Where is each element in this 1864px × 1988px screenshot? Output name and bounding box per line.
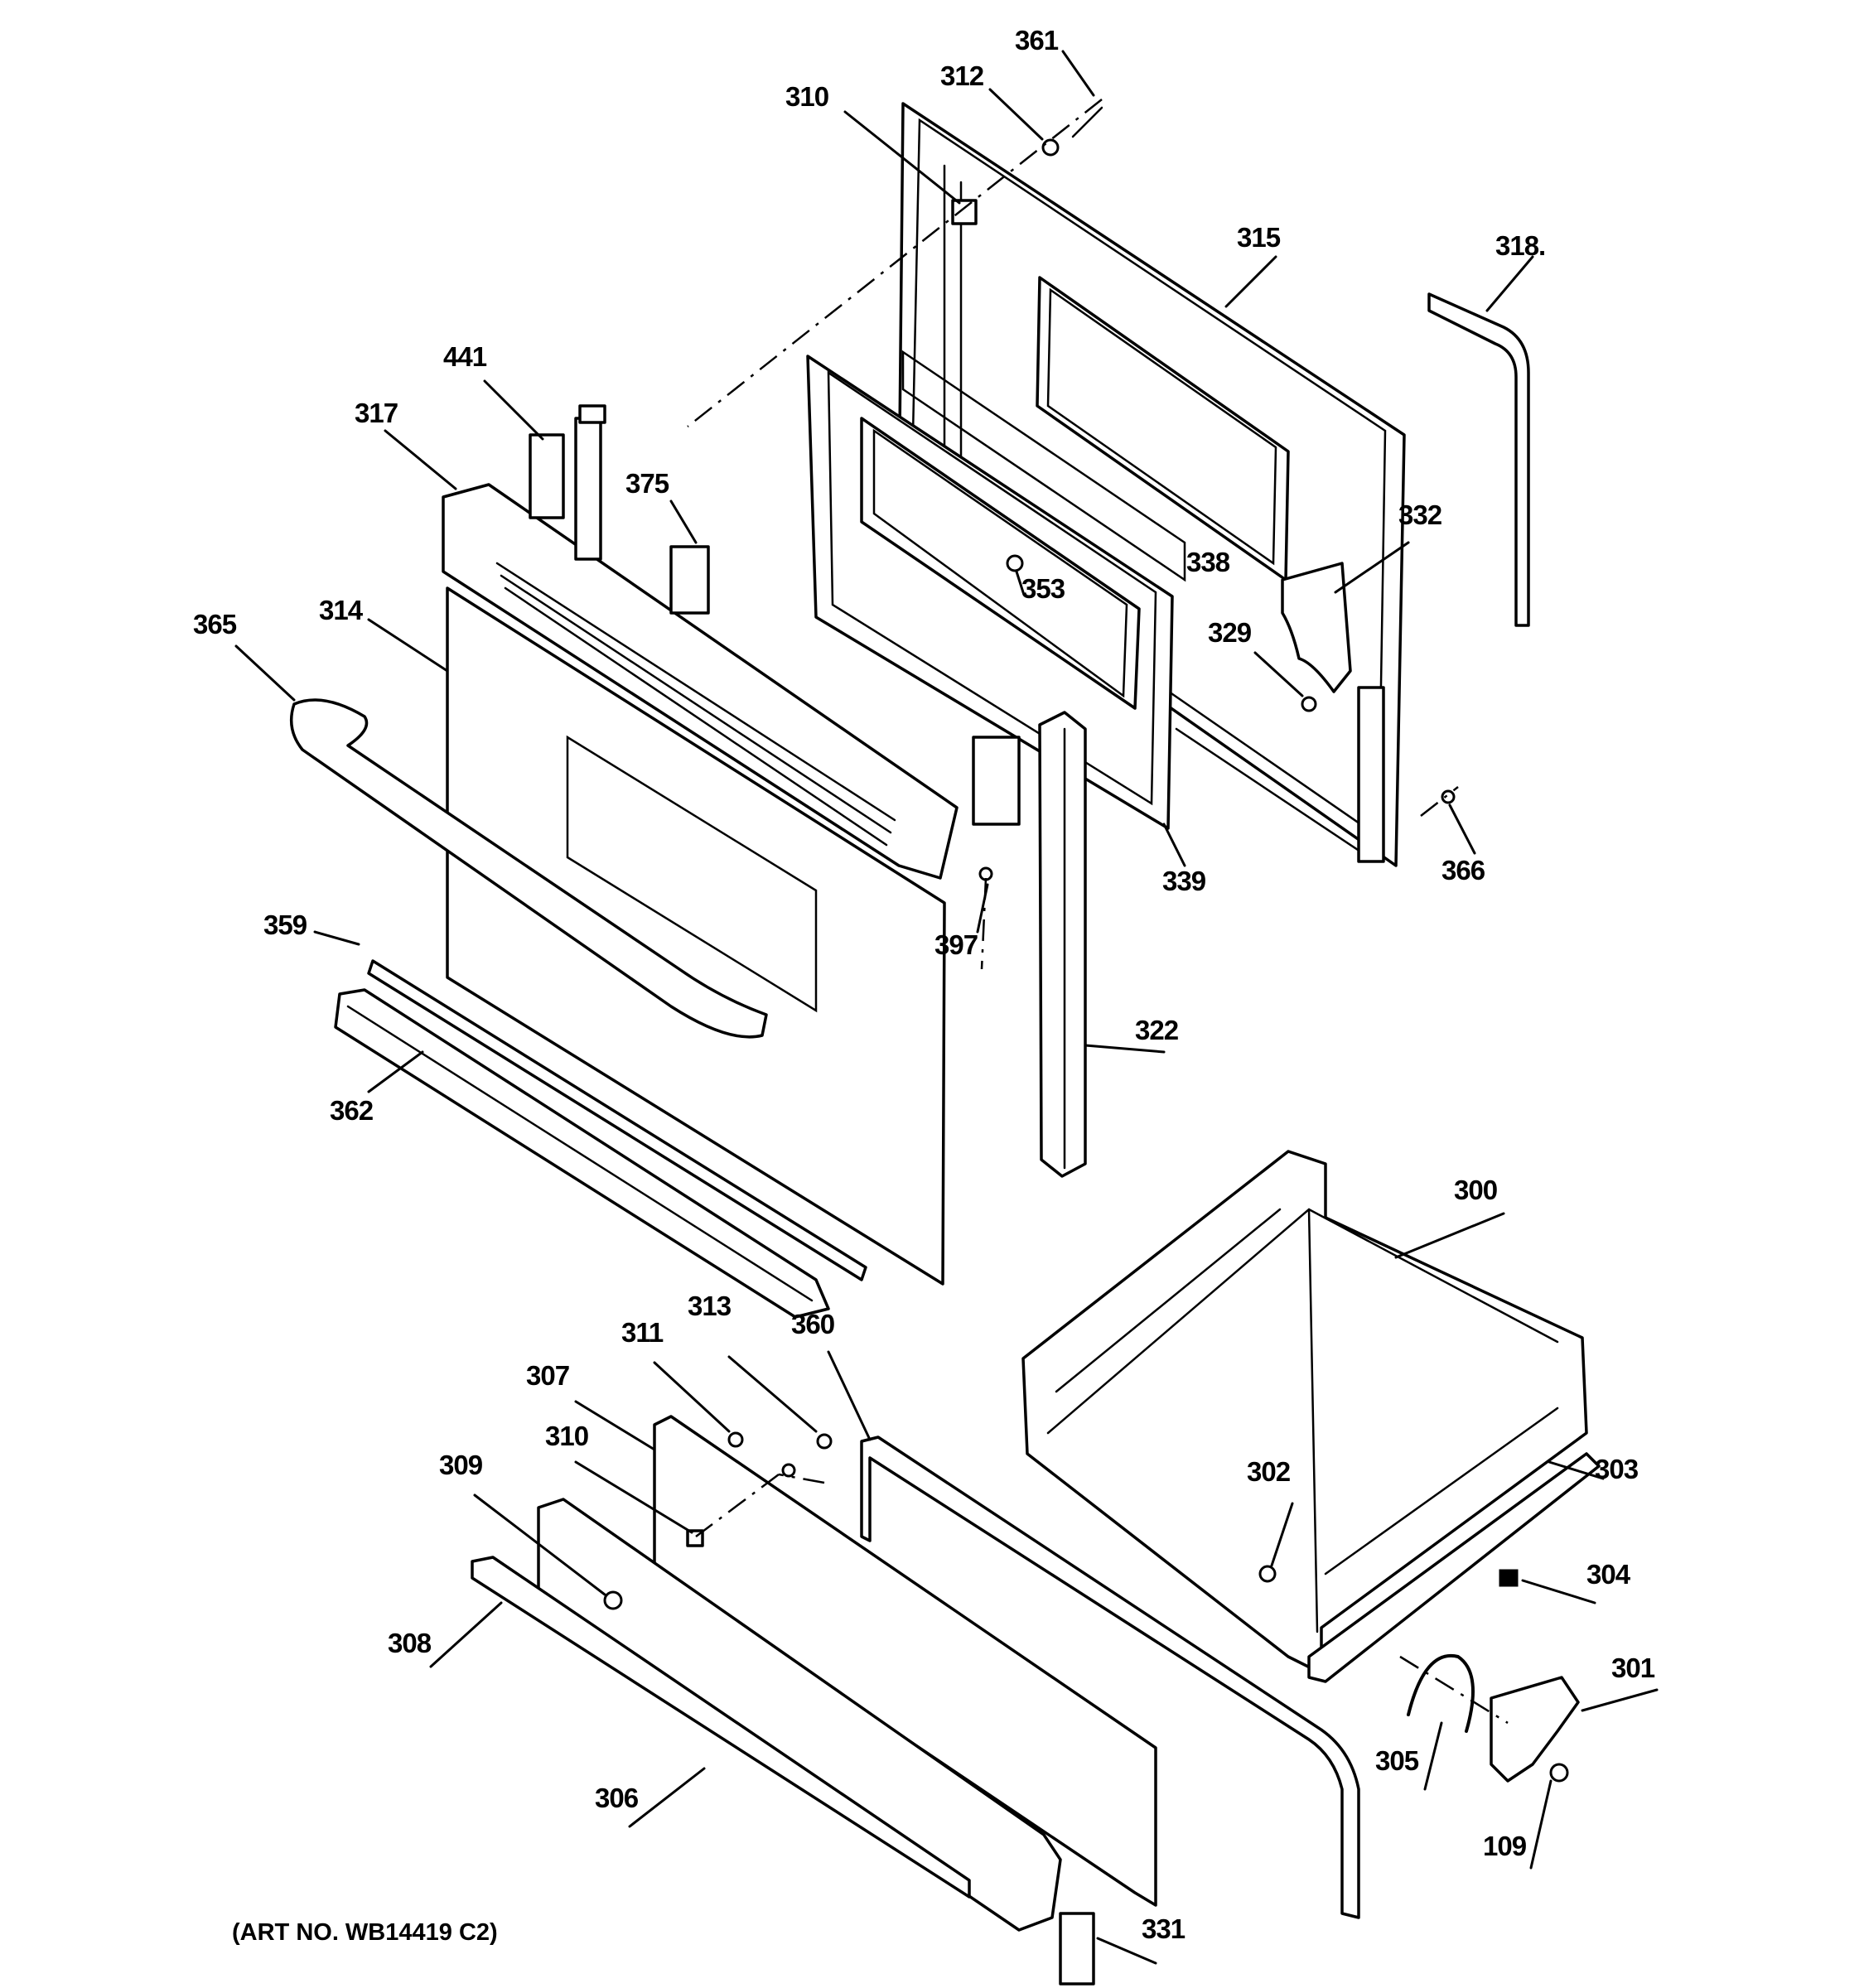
bottom-trim-359 xyxy=(367,959,867,1281)
callout-300: 300 xyxy=(1454,1175,1497,1205)
callout-365: 365 xyxy=(193,609,237,639)
screw-366-icon xyxy=(1441,789,1456,804)
vent-trim-317 xyxy=(442,483,959,880)
callout-331: 331 xyxy=(1142,1913,1186,1944)
callout-303: 303 xyxy=(1595,1454,1639,1484)
screw-361-icon xyxy=(1071,106,1103,138)
screw-313-icon xyxy=(816,1433,833,1450)
callout-302: 302 xyxy=(1247,1456,1291,1487)
callout-359: 359 xyxy=(263,910,307,940)
callout-311: 311 xyxy=(621,1317,664,1348)
callout-329: 329 xyxy=(1208,617,1252,648)
bracket-301 xyxy=(1490,1676,1580,1783)
screw-329-icon xyxy=(1301,696,1317,712)
bracket-331 xyxy=(1059,1912,1095,1986)
hardware xyxy=(603,106,1569,1783)
callout-308: 308 xyxy=(388,1628,432,1658)
callout-353: 353 xyxy=(1021,573,1065,604)
callout-366: 366 xyxy=(1441,855,1485,885)
callout-317: 317 xyxy=(355,398,398,428)
callout-301: 301 xyxy=(1611,1653,1655,1683)
callout-339: 339 xyxy=(1162,866,1206,896)
drawer-rail-303 xyxy=(1307,1452,1601,1683)
wire-spring-305 xyxy=(1407,1653,1475,1733)
bracket-375 xyxy=(669,545,710,615)
callout-362: 362 xyxy=(330,1095,374,1126)
callout-109: 109 xyxy=(1483,1831,1527,1861)
callout-313: 313 xyxy=(688,1291,732,1321)
fastener-309-icon xyxy=(603,1590,623,1610)
callout-310-lower: 310 xyxy=(545,1421,588,1451)
callout-304: 304 xyxy=(1586,1559,1631,1590)
hinge-bracket-441 xyxy=(529,404,606,561)
callout-375: 375 xyxy=(625,468,669,499)
inner-door-liner-339 xyxy=(806,350,1186,830)
nut-109-icon xyxy=(1549,1763,1569,1783)
screw-353-icon xyxy=(1006,554,1024,572)
screw-302-icon xyxy=(1258,1565,1277,1583)
callout-318: 318. xyxy=(1495,230,1545,261)
vertical-rail-322 xyxy=(972,711,1087,1178)
art-number: (ART NO. WB14419 C2) xyxy=(232,1919,498,1946)
callout-332: 332 xyxy=(1398,499,1442,530)
door-handle-365 xyxy=(289,698,768,1039)
callout-labels: 361 312 310 315 318. 441 317 375 338 332… xyxy=(193,25,1656,1944)
callout-310: 310 xyxy=(785,81,828,112)
alignment-lines xyxy=(687,99,1509,1725)
insulation-332 xyxy=(1281,562,1352,693)
callout-314: 314 xyxy=(319,595,364,625)
screw-397-icon xyxy=(978,866,993,881)
callout-309: 309 xyxy=(439,1450,483,1480)
callout-360: 360 xyxy=(791,1309,834,1339)
callout-338: 338 xyxy=(1186,547,1230,577)
spacer-310 xyxy=(951,199,978,225)
drawer-trim-308 xyxy=(471,1556,971,1899)
callout-305: 305 xyxy=(1375,1745,1419,1776)
bottom-trim-362 xyxy=(334,988,830,1319)
callout-322: 322 xyxy=(1135,1015,1179,1045)
callout-397: 397 xyxy=(934,929,978,960)
callout-307: 307 xyxy=(526,1360,569,1391)
callout-306: 306 xyxy=(595,1783,639,1813)
washer-312-icon xyxy=(1041,138,1060,157)
callout-315: 315 xyxy=(1237,222,1281,253)
clip-304 xyxy=(1499,1569,1519,1587)
drawer-side-trim-360 xyxy=(860,1436,1360,1919)
drawer-box-300 xyxy=(1021,1150,1588,1675)
side-trim-318 xyxy=(1427,292,1530,627)
callout-361: 361 xyxy=(1015,25,1059,55)
callout-312: 312 xyxy=(940,60,984,91)
callout-441: 441 xyxy=(443,341,487,372)
leader-lines xyxy=(234,50,1659,1965)
nut-311-icon xyxy=(727,1431,744,1448)
washer-310-icon xyxy=(781,1463,796,1478)
